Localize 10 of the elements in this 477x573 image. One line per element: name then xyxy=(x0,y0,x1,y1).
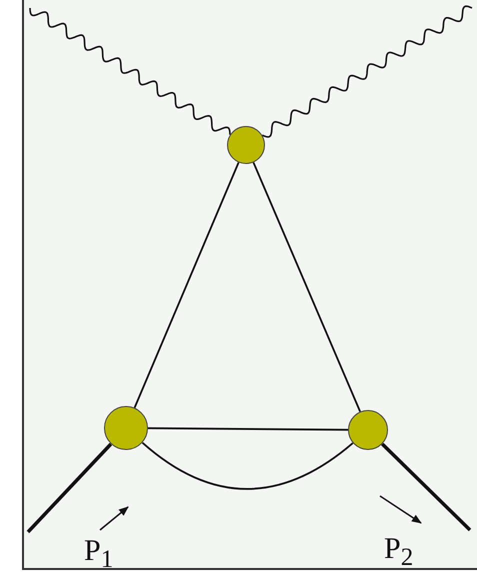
line xyxy=(26,442,112,534)
curved-line xyxy=(142,442,354,490)
wavy-line xyxy=(29,8,231,135)
line xyxy=(148,427,348,431)
momentum-label: P$_{2}$ xyxy=(384,534,414,570)
wavy-line xyxy=(262,5,472,138)
line xyxy=(252,162,361,412)
line xyxy=(381,442,472,532)
momentum-label: P$_{1}$ xyxy=(84,536,114,572)
line xyxy=(134,162,240,408)
